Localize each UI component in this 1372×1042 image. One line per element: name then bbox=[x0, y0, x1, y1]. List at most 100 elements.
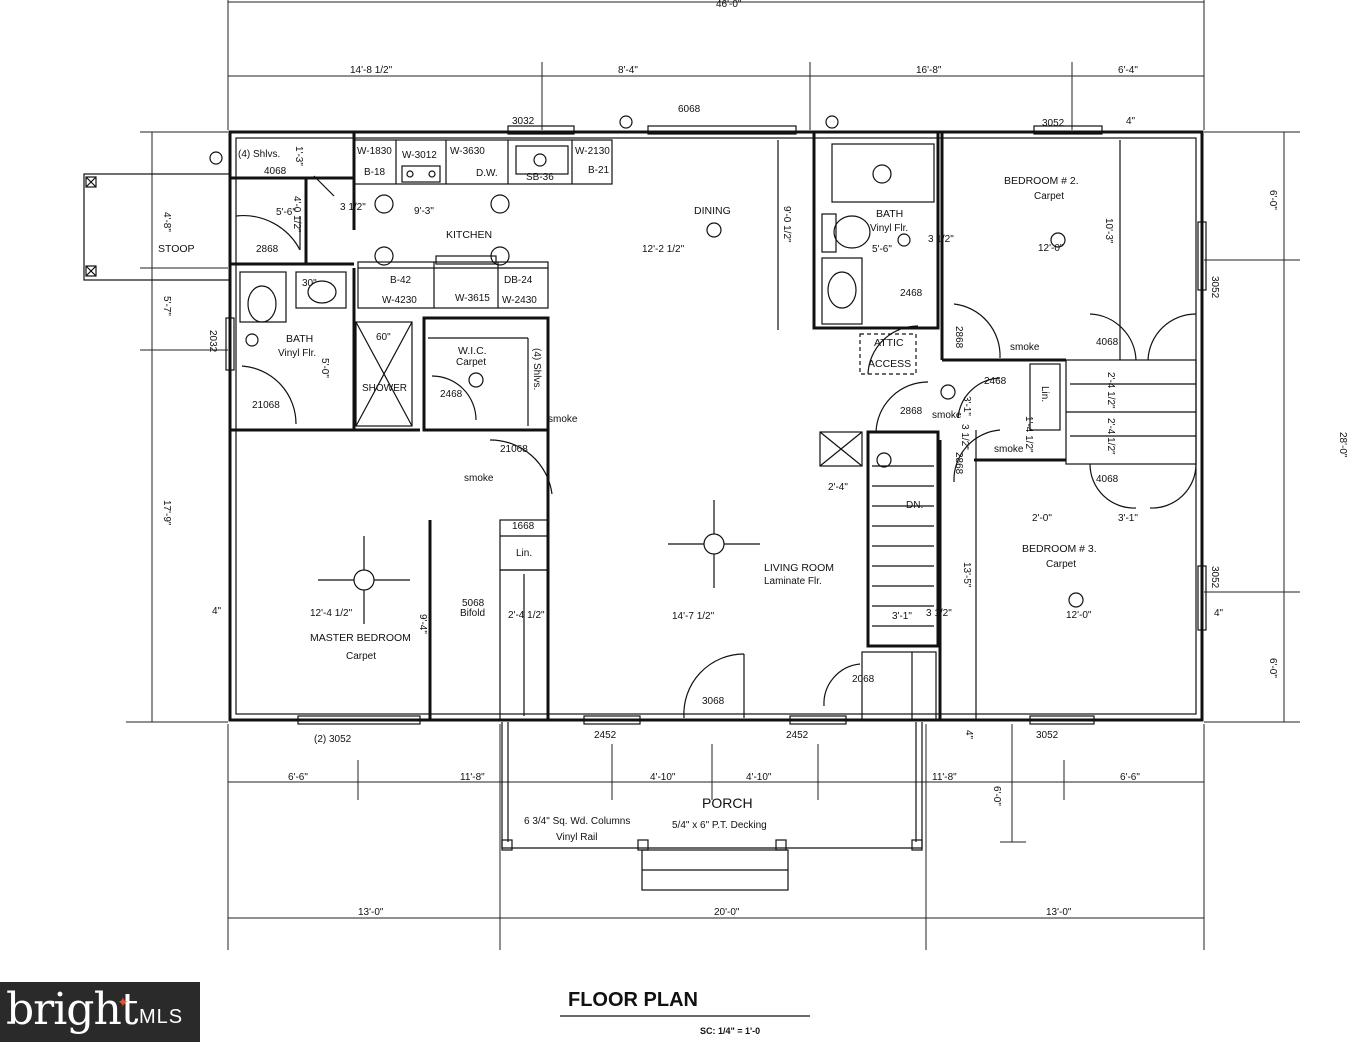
dim-13: 1'-3" bbox=[293, 146, 304, 166]
fixture-smoke-3: smoke bbox=[1010, 342, 1040, 353]
dim-left-179: 17'-9" bbox=[161, 500, 172, 526]
dim-120a: 12'-0" bbox=[1038, 243, 1064, 254]
fixture-b21: B-21 bbox=[588, 165, 610, 176]
opening-3068: 3068 bbox=[702, 696, 725, 707]
spark-icon: ✦ bbox=[117, 994, 129, 1010]
dim-right-60a: 6'-0" bbox=[1267, 190, 1278, 210]
plan-title: FLOOR PLAN bbox=[568, 989, 698, 1011]
dim-top-2: 8'-4" bbox=[618, 65, 638, 76]
dim-4c: 4" bbox=[1214, 608, 1224, 619]
fixture-bifold: Bifold bbox=[460, 608, 485, 619]
dim-4a: 4" bbox=[1126, 116, 1136, 127]
opening-2868a: 2868 bbox=[256, 244, 279, 255]
room-master-bath: BATH bbox=[286, 333, 313, 345]
room-bedroom2-floor: Carpet bbox=[1034, 191, 1064, 202]
fixture-db24: DB-24 bbox=[504, 275, 533, 286]
opening-3052a: 3052 bbox=[1042, 118, 1065, 129]
opening-2452b: 2452 bbox=[786, 730, 809, 741]
fixture-dw: D.W. bbox=[476, 168, 498, 179]
room-bedroom3-floor: Carpet bbox=[1046, 559, 1076, 570]
shower-size: 60" bbox=[376, 332, 391, 343]
opening-5068: 5068 bbox=[462, 598, 485, 609]
dim-porch-depth: 6'-0" bbox=[991, 786, 1002, 806]
dim-left-48: 4'-8" bbox=[161, 212, 172, 232]
fixture-w4230: W-4230 bbox=[382, 295, 417, 306]
fixture-shelves-2: (4) Shlvs. bbox=[531, 348, 542, 390]
dim-4b: 4" bbox=[212, 606, 222, 617]
dim-2412c: 2'-4 1/2" bbox=[508, 610, 545, 621]
opening-2868b: 2868 bbox=[953, 326, 964, 349]
dim-103: 10'-3" bbox=[1103, 218, 1114, 244]
fixture-w2130: W-2130 bbox=[575, 146, 610, 157]
stairs-label: DN. bbox=[906, 500, 923, 511]
dim-9012: 9'-0 1/2" bbox=[781, 206, 792, 243]
ceiling-fans bbox=[318, 500, 760, 624]
dim-1235: 13'-5" bbox=[961, 562, 972, 588]
opening-4068b: 4068 bbox=[1096, 337, 1119, 348]
dim-2412b: 2'-4 1/2" bbox=[1105, 418, 1116, 455]
room-kitchen: KITCHEN bbox=[446, 229, 492, 241]
room-attic-1: ATTIC bbox=[874, 337, 904, 349]
fixture-b42: B-42 bbox=[390, 275, 412, 286]
opening-2868d: 2868 bbox=[953, 452, 964, 475]
dim-31a: 3'-1" bbox=[961, 396, 972, 416]
room-bedroom3: BEDROOM # 3. bbox=[1022, 543, 1097, 555]
dim-2412a: 2'-4 1/2" bbox=[1105, 372, 1116, 409]
room-lin-2: Lin. bbox=[516, 548, 532, 559]
room-living: LIVING ROOM bbox=[764, 562, 834, 574]
fixture-w2430: W-2430 bbox=[502, 295, 537, 306]
fixture-w3012: W-3012 bbox=[402, 150, 437, 161]
opening-2468b: 2468 bbox=[440, 389, 463, 400]
room-hall-bath-floor: Vinyl Flr. bbox=[870, 223, 908, 234]
dim-4d: 4" bbox=[963, 730, 974, 740]
room-porch: PORCH bbox=[702, 795, 753, 811]
fixture-w3615: W-3615 bbox=[455, 293, 490, 304]
dim-56b: 5'-6" bbox=[872, 244, 892, 255]
room-master-floor: Carpet bbox=[346, 651, 376, 662]
room-lin-1: Lin. bbox=[1039, 386, 1050, 402]
opening-2452a: 2452 bbox=[594, 730, 617, 741]
dim-bot-1: 6'-6" bbox=[288, 772, 308, 783]
opening-2468a: 2468 bbox=[900, 288, 923, 299]
room-shower: SHOWER bbox=[362, 383, 407, 394]
dim-12212: 12'-2 1/2" bbox=[642, 244, 685, 255]
dim-93: 9'-3" bbox=[414, 206, 434, 217]
dim-1412: 1'-4 1/2" bbox=[1023, 416, 1034, 453]
opening-6068: 6068 bbox=[678, 104, 701, 115]
opening-1668: 1668 bbox=[512, 521, 535, 532]
fixture-sb36: SB-36 bbox=[526, 172, 554, 183]
opening-3052c: 3052 bbox=[1036, 730, 1059, 741]
dim-312d: 3 1/2" bbox=[926, 608, 952, 619]
room-wic-floor: Carpet bbox=[456, 357, 486, 368]
watermark-suffix: MLS bbox=[139, 1006, 184, 1028]
dim-20: 2'-0" bbox=[1032, 513, 1052, 524]
fixture-smoke-5: smoke bbox=[994, 444, 1024, 455]
fixture-w1830: W-1830 bbox=[357, 146, 392, 157]
dim-base-1: 13'-0" bbox=[358, 907, 384, 918]
room-bedroom2: BEDROOM # 2. bbox=[1004, 175, 1079, 187]
dim-bot-6: 6'-6" bbox=[1120, 772, 1140, 783]
dim-bot-2: 11'-8" bbox=[460, 772, 485, 783]
dim-4012: 4'-0 1/2" bbox=[291, 196, 302, 233]
watermark-word: bright bbox=[6, 984, 138, 1035]
fixture-smoke-1: smoke bbox=[548, 414, 578, 425]
opening-21068b: 21068 bbox=[500, 444, 528, 455]
opening-3052r1: 3052 bbox=[1209, 276, 1220, 299]
fixture-w3630: W-3630 bbox=[450, 146, 485, 157]
dim-base-2: 20'-0" bbox=[714, 907, 740, 918]
room-master: MASTER BEDROOM bbox=[310, 632, 411, 644]
room-stoop: STOOP bbox=[158, 243, 195, 255]
windows bbox=[225, 125, 1207, 725]
dim-312a: 3 1/2" bbox=[340, 202, 366, 213]
fixture-b18: B-18 bbox=[364, 167, 386, 178]
dim-56: 5'-6" bbox=[276, 207, 296, 218]
porch-deck: 5/4" x 6" P.T. Decking bbox=[672, 820, 767, 831]
dim-31c: 3'-1" bbox=[892, 611, 912, 622]
interior-walls bbox=[228, 130, 1197, 721]
brightmls-watermark: bright ✦ MLS bbox=[0, 982, 200, 1042]
dim-top-1: 14'-8 1/2" bbox=[350, 65, 393, 76]
doors bbox=[235, 175, 1197, 719]
dim-94: 9'-4" bbox=[417, 614, 428, 634]
dim-right-60b: 6'-0" bbox=[1267, 658, 1278, 678]
